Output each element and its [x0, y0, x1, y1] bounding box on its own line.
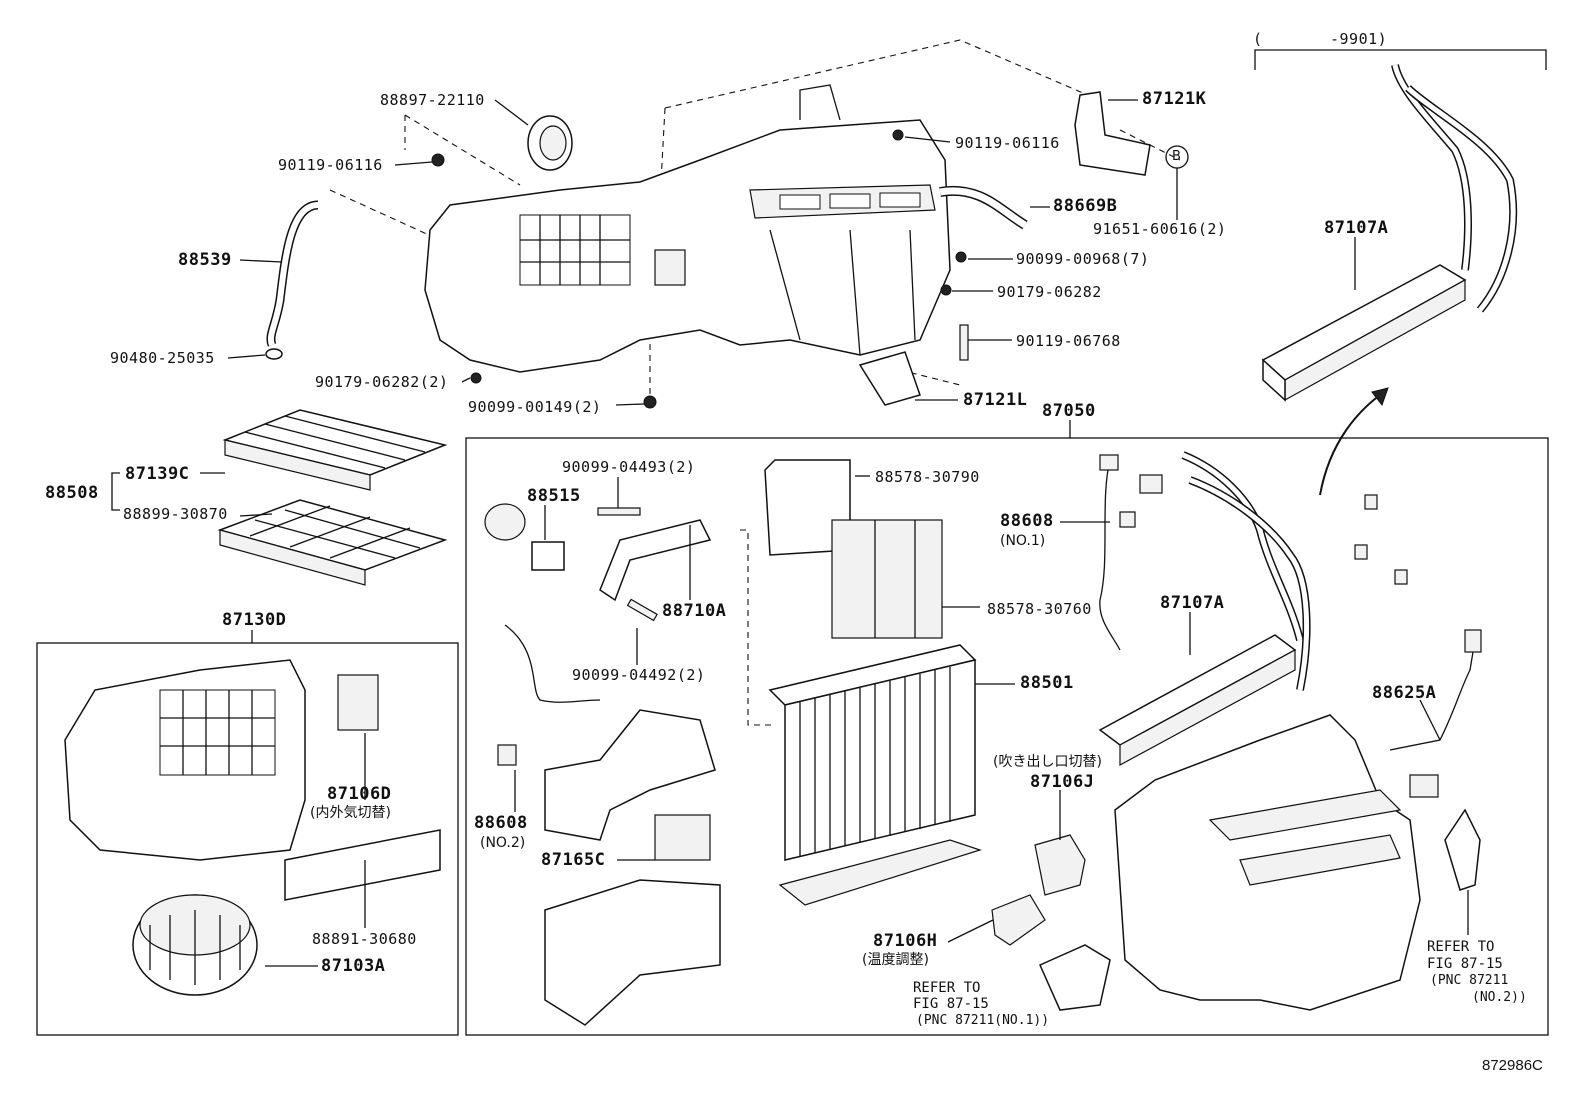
part-88539: 88539: [178, 250, 232, 270]
part-88608-no1: 88608: [1000, 511, 1054, 531]
part-90179-06282: 90179-06282: [997, 283, 1102, 301]
part-88625A: 88625A: [1372, 683, 1437, 703]
blower-group-frame: [36, 642, 459, 1036]
part-88578-30760: 88578-30760: [987, 600, 1092, 618]
part-88515: 88515: [527, 486, 581, 506]
part-87050: 87050: [1042, 401, 1096, 421]
part-87107A-top: 87107A: [1324, 218, 1389, 238]
part-88608-no2-note: (NO.2): [480, 835, 526, 851]
part-90099-04493-2: 90099-04493(2): [562, 458, 696, 476]
part-91651-60616-2: 91651-60616(2): [1093, 220, 1227, 238]
heater-core-top: [1261, 63, 1518, 402]
refer1-line3: (PNC 87211(NO.1)): [916, 1013, 1050, 1028]
part-88578-30790: 88578-30790: [875, 468, 980, 486]
evaporator: [768, 644, 982, 906]
refer2-line3: (PNC 87211: [1430, 973, 1509, 988]
part-87121L: 87121L: [963, 390, 1028, 410]
refer2-line2: FIG 87-15: [1427, 956, 1503, 972]
part-90480-25035: 90480-25035: [110, 349, 215, 367]
blower-unit: [64, 659, 306, 861]
part-90099-00149-2: 90099-00149(2): [468, 398, 602, 416]
heater-group-frame: [465, 437, 1549, 1036]
hvac-case-lower: [1114, 714, 1421, 1011]
part-87106D: 87106D: [327, 784, 392, 804]
range-open: (: [1253, 30, 1263, 48]
part-90099-04492-2: 90099-04492(2): [572, 666, 706, 684]
part-90099-00968-7: 90099-00968(7): [1016, 250, 1150, 268]
refer2-line4: (NO.2)): [1472, 990, 1527, 1005]
assembly-dash: [664, 39, 1091, 109]
part-87106H-note: (温度調整): [862, 952, 929, 968]
part-87103A: 87103A: [321, 956, 386, 976]
part-88501: 88501: [1020, 673, 1074, 693]
part-88669B: 88669B: [1053, 196, 1118, 216]
part-87121K: 87121K: [1142, 89, 1207, 109]
part-87139C: 87139C: [125, 464, 190, 484]
part-88608-no1-note: (NO.1): [1000, 533, 1046, 549]
part-87107A: 87107A: [1160, 593, 1225, 613]
part-88899-30870: 88899-30870: [123, 505, 228, 523]
part-87130D: 87130D: [222, 610, 287, 630]
hvac-unit-top: [424, 84, 951, 373]
part-90119-06116-a: 90119-06116: [278, 156, 383, 174]
part-88608-no2: 88608: [474, 813, 528, 833]
refer1-line1: REFER TO: [913, 980, 981, 996]
part-90179-06282-2: 90179-06282(2): [315, 373, 449, 391]
part-87106J-note: (吹き出し口切替): [993, 754, 1102, 770]
part-90119-06116-b: 90119-06116: [955, 134, 1060, 152]
range-code: -9901): [1330, 30, 1388, 48]
part-87106J: 87106J: [1030, 772, 1095, 792]
refer1-line2: FIG 87-15: [913, 996, 989, 1012]
callout-b: B: [1172, 149, 1181, 164]
part-88508: 88508: [45, 483, 99, 503]
part-90119-06768: 90119-06768: [1016, 332, 1121, 350]
range-bracket: [1254, 49, 1547, 70]
part-87165C: 87165C: [541, 850, 606, 870]
part-88710A: 88710A: [662, 601, 727, 621]
refer2-line1: REFER TO: [1427, 939, 1495, 955]
figure-code: 872986C: [1482, 1057, 1543, 1074]
part-88891-30680: 88891-30680: [312, 930, 417, 948]
part-87106H: 87106H: [873, 931, 938, 951]
part-88897-22110: 88897-22110: [380, 91, 485, 109]
part-87106D-note: (内外気切替): [310, 805, 391, 821]
